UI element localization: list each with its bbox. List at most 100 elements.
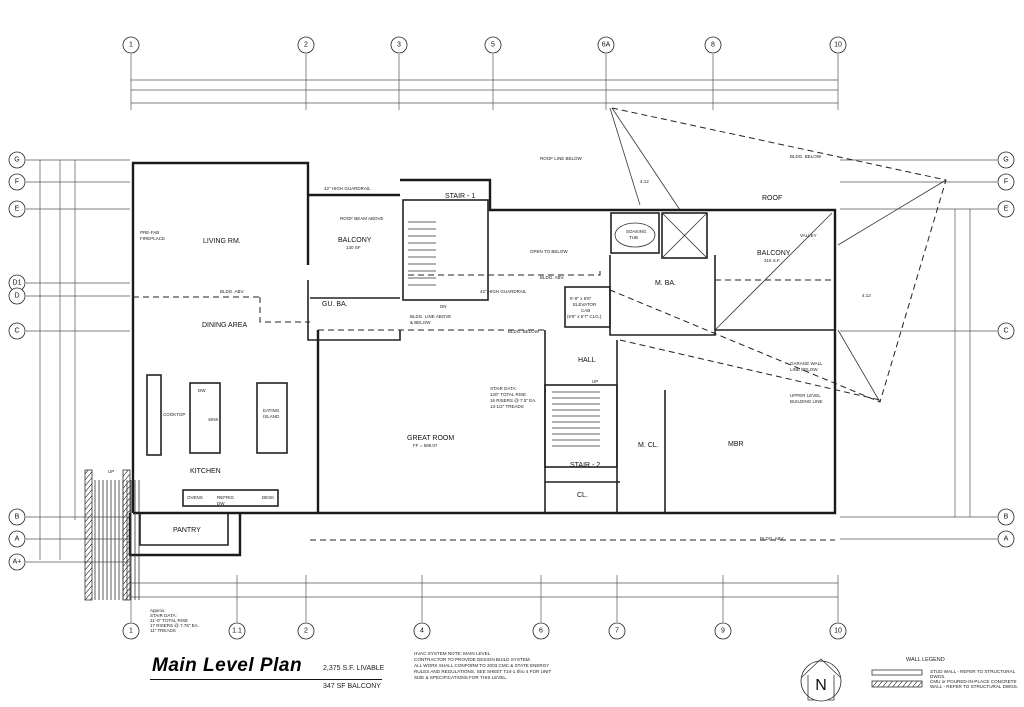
grid-bubble-bottom: 10 — [829, 622, 847, 640]
room-master-closet: M. CL. — [638, 442, 659, 449]
island-label: EATING — [263, 408, 280, 413]
grid-bubble-bottom: 9 — [714, 622, 732, 640]
room-stair-1: STAIR - 1 — [445, 193, 475, 200]
grid-bubble-right: B — [997, 508, 1015, 526]
room-pantry: PANTRY — [173, 527, 201, 534]
grid-bubble — [228, 622, 246, 640]
grid-label: 5 — [491, 42, 495, 49]
grid-bubble — [704, 36, 722, 54]
grid-label: 7 — [615, 628, 619, 635]
grid-bubble-left: E — [8, 200, 26, 218]
bldg-abv-note: BLDG. ABV. — [540, 275, 564, 280]
sink-label: SINK — [208, 417, 219, 422]
stair-data-2: 17 RISERS @ 7.76" EA. — [150, 623, 199, 628]
north-arrow-label: N — [815, 677, 827, 694]
grid-bubble — [829, 622, 847, 640]
grid-bubble — [997, 200, 1015, 218]
grid-bubble — [997, 151, 1015, 169]
grid-label: 3 — [397, 42, 401, 49]
elevator-label: (6'8" x 5'7" CLG.) — [567, 314, 602, 319]
cooktop-label: COOKTOP — [163, 412, 185, 417]
grid-bubble — [714, 622, 732, 640]
stair-data-2: 11" TREADS — [150, 628, 176, 633]
bldg-line-note: BLDG. LINE ABOVE — [410, 314, 451, 319]
legend-stud-wall: STUD WALL - REFER TO STRUCTURAL DWGS. — [930, 669, 1016, 679]
elevator-label: CAB — [581, 308, 590, 313]
stair-data: 16 RISERS @ 7.5" EA. — [490, 398, 536, 403]
roof-outline — [609, 107, 947, 403]
grid-bubble-top: 1 — [122, 36, 140, 54]
grid-bubble-bottom: 2 — [297, 622, 315, 640]
grid-bubble — [297, 622, 315, 640]
grid-label: F — [15, 179, 19, 186]
grid-bubble-bottom: 1 — [122, 622, 140, 640]
room-master-bath: M. BA. — [655, 280, 676, 287]
fireplace-label: PRE-FAB — [140, 230, 159, 235]
grid-label: A+ — [13, 559, 22, 566]
interior-walls — [133, 199, 881, 541]
roof-beam-note: ROOF BEAM ABOVE — [340, 216, 384, 221]
hvac-note-line: SIZE & SPECIFICATIONS FOR THIS LEVEL. — [414, 675, 508, 680]
room-labels: LIVING RM. PRE-FAB FIREPLACE DINING AREA… — [108, 154, 871, 633]
grid-label: 2 — [304, 628, 308, 635]
stair-up-label: UP — [108, 469, 114, 474]
guardrail-note: 42" HIGH GUARDRAIL — [480, 289, 527, 294]
bldg-below-note: BLDG. BELOW — [508, 329, 540, 334]
grid-label: A — [15, 536, 20, 543]
bldg-abv-note: BLDG. ABV. — [220, 289, 244, 294]
grid-label: B — [15, 514, 20, 521]
grid-label: 2 — [304, 42, 308, 49]
island-label: ISLAND — [263, 414, 280, 419]
fireplace-label: FIREPLACE — [140, 236, 165, 241]
room-balcony: BALCONY — [338, 237, 372, 244]
grid-label: 1.1 — [232, 628, 242, 635]
garage-wall-note: GARAGE WALL — [790, 361, 823, 366]
grid-bubble — [8, 530, 26, 548]
refrig-label: REFRIG — [217, 495, 235, 500]
grid-label: 10 — [834, 42, 842, 49]
grid-label: 8 — [711, 42, 715, 49]
grid-label: B — [1004, 514, 1009, 521]
grid-bubble-top: 2 — [297, 36, 315, 54]
room-living: LIVING RM. — [203, 238, 241, 245]
cmu-wall-swatch — [871, 680, 923, 688]
grid-label: D — [14, 293, 19, 300]
bldg-abv-note: BLDG. ABV. — [760, 536, 784, 541]
elevator-label: ELEVATOR — [573, 302, 597, 307]
stair-data: 13-1/2" TREADS — [490, 404, 524, 409]
room-closet: CL. — [577, 492, 588, 499]
grid-bubble — [390, 36, 408, 54]
plan-title: Main Level Plan — [152, 655, 303, 676]
grid-label: 1 — [129, 42, 133, 49]
grid-bubble — [8, 553, 26, 571]
room-hall: HALL — [578, 357, 596, 364]
grid-bubble — [829, 36, 847, 54]
stud-wall-swatch — [871, 669, 923, 676]
roof-label: ROOF — [762, 195, 782, 202]
grid-label: 6A — [602, 42, 611, 49]
room-dining: DINING AREA — [202, 322, 247, 329]
bldg-below-note: BLDG. BELOW — [790, 154, 822, 159]
dishwasher-label: DW — [217, 501, 225, 506]
hvac-note-line: CONTRACTOR TO PROVIDE DESIGN BUILD SYSTE… — [414, 657, 531, 662]
grid-label: C — [14, 328, 19, 335]
finish-floor-elevation: FF = 598.07 — [413, 443, 438, 448]
stair-data-2: Approx. — [150, 608, 166, 613]
grid-bubble-right: A — [997, 530, 1015, 548]
valley-label: VALLEY — [800, 233, 817, 238]
roof-line-note: ROOF LINE BELOW — [540, 156, 583, 161]
grid-bubble-left: G — [8, 151, 26, 169]
grid-label: 1 — [129, 628, 133, 635]
roof-pitch: 4:12 — [862, 293, 871, 298]
grid-bubble-bottom: 6 — [532, 622, 550, 640]
grid-bubble-left: B — [8, 508, 26, 526]
grid-bubble-left: C — [8, 322, 26, 340]
bldg-line-note: & BELOW — [410, 320, 431, 325]
livable-area: 2,375 S.F. LIVABLE — [323, 665, 385, 672]
legend-cmu-wall: CMU or POURED-IN-PLACE CONCRETE WALL - R… — [930, 679, 1019, 689]
stair-data: 120" TOTAL RISE — [490, 392, 526, 397]
grid-bubble-right: G — [997, 151, 1015, 169]
grid-bubble — [8, 151, 26, 169]
